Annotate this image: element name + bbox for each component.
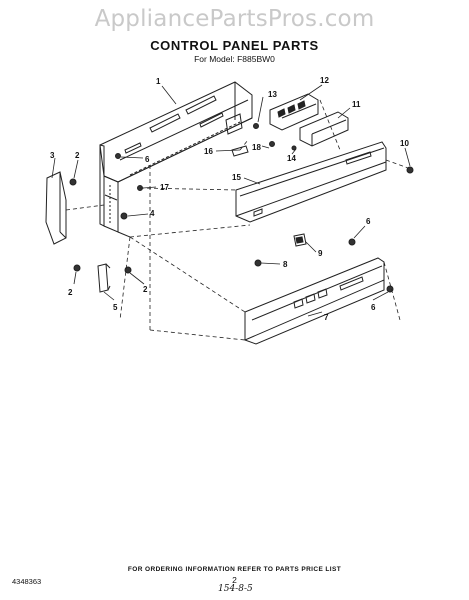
callout-2c: 2 xyxy=(143,285,148,294)
callout-11: 11 xyxy=(352,100,361,109)
callout-2b: 2 xyxy=(68,288,73,297)
callout-9: 9 xyxy=(318,249,323,258)
callout-8: 8 xyxy=(283,260,288,269)
assembly-lines xyxy=(65,99,409,341)
callout-12: 12 xyxy=(320,76,329,85)
support-bracket xyxy=(97,263,111,293)
page-number: 2 xyxy=(232,575,237,585)
callout-13: 13 xyxy=(268,90,277,99)
lower-control-panel xyxy=(244,257,385,345)
watermark: AppliancePartsPros.com xyxy=(94,6,375,32)
page-title: CONTROL PANEL PARTS xyxy=(150,38,319,53)
small-switch xyxy=(293,233,307,247)
callout-6a: 6 xyxy=(145,155,150,164)
rear-console-panel xyxy=(99,81,253,238)
callout-4: 4 xyxy=(150,209,155,218)
push-button-bracket xyxy=(269,93,319,131)
callout-3: 3 xyxy=(50,151,55,160)
handwritten-note: 154-8-5 xyxy=(218,584,253,594)
callout-6c: 6 xyxy=(371,303,376,312)
model-subtitle: For Model: F885BW0 xyxy=(194,54,275,64)
callout-6b: 6 xyxy=(366,217,371,226)
callout-16: 16 xyxy=(204,147,213,156)
callout-15: 15 xyxy=(232,173,241,182)
callout-10: 10 xyxy=(400,139,409,148)
callout-18: 18 xyxy=(252,143,261,152)
callout-1: 1 xyxy=(156,77,161,86)
switch-housing xyxy=(299,111,349,147)
ordering-note: FOR ORDERING INFORMATION REFER TO PARTS … xyxy=(127,566,342,573)
clip xyxy=(231,145,249,157)
callout-2a: 2 xyxy=(75,151,80,160)
leader-lines xyxy=(51,84,411,317)
document-number: 4348363 xyxy=(12,577,42,586)
callout-7: 7 xyxy=(324,313,329,322)
callout-17: 17 xyxy=(160,183,169,192)
front-trim-panel xyxy=(235,141,387,223)
callout-14: 14 xyxy=(287,154,296,163)
callout-labels: 1 2 2 2 3 4 5 6 6 6 7 8 9 10 11 12 13 14… xyxy=(50,76,409,322)
callout-5: 5 xyxy=(113,303,118,312)
left-end-cap xyxy=(45,171,67,245)
